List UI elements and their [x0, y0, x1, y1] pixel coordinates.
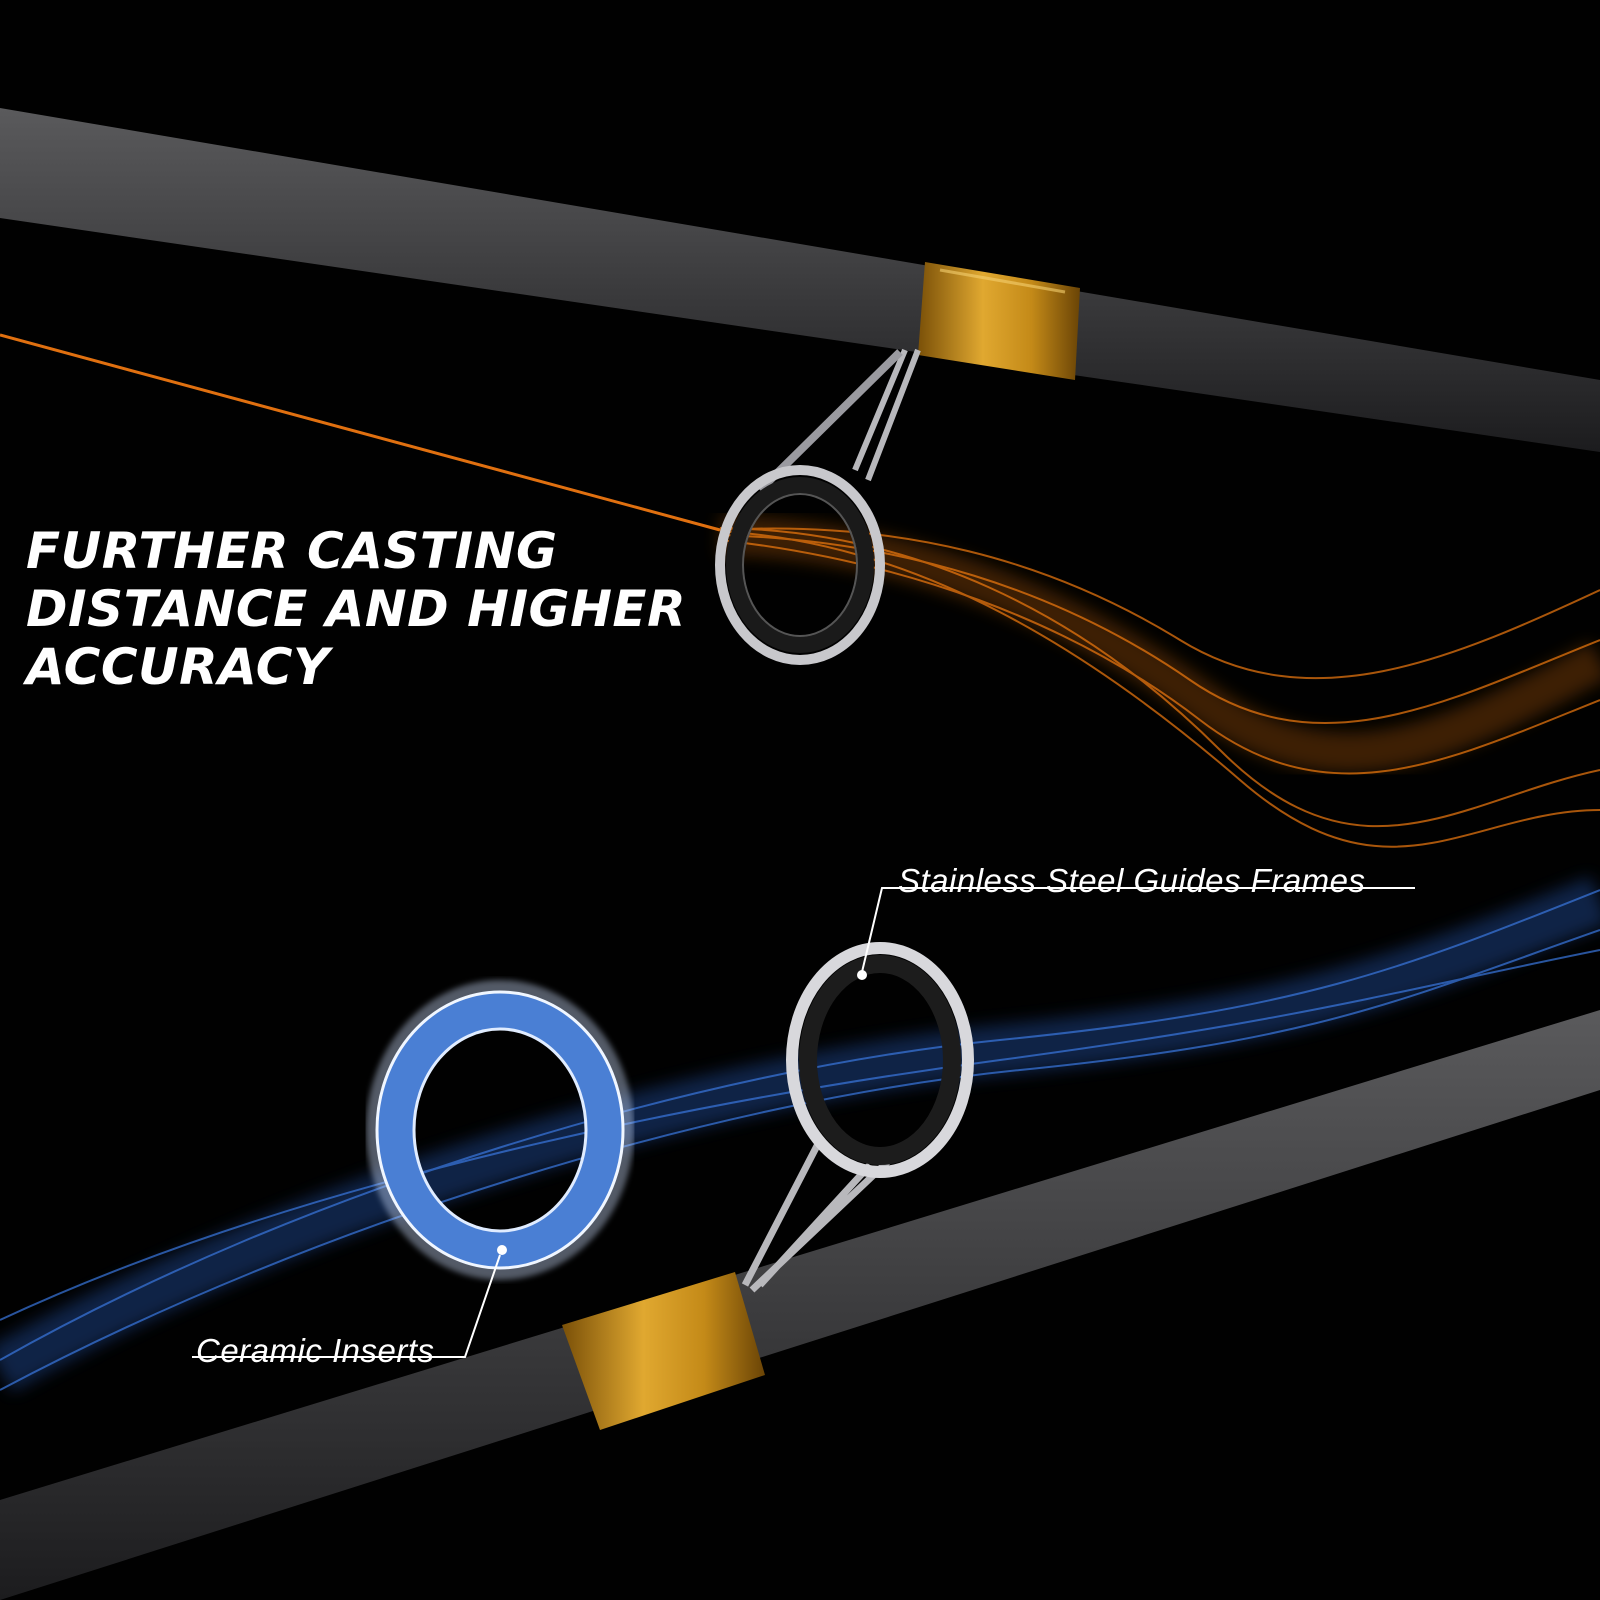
ceramic-insert-ring [366, 980, 634, 1280]
steel-frames-label: Stainless Steel Guides Frames [898, 862, 1366, 899]
blue-fishing-line [0, 876, 1600, 1392]
ceramic-inserts-label: Ceramic Inserts [196, 1332, 435, 1369]
headline-line: FURTHER CASTING [26, 522, 558, 580]
callout-lines [192, 887, 1415, 1358]
steel-callout-leader [861, 887, 1415, 973]
bottom-thread-wrap [562, 1272, 765, 1430]
ceramic-callout-leader [192, 1254, 501, 1358]
top-thread-wrap [918, 262, 1080, 380]
top-rod [0, 108, 1600, 452]
top-guide [715, 348, 921, 665]
bottom-rod [0, 1010, 1600, 1600]
headline-line: ACCURACY [26, 638, 330, 696]
headline-line: DISTANCE AND HIGHER [26, 580, 687, 638]
headline: FURTHER CASTING DISTANCE AND HIGHER ACCU… [26, 522, 686, 696]
bottom-guide [741, 942, 974, 1293]
